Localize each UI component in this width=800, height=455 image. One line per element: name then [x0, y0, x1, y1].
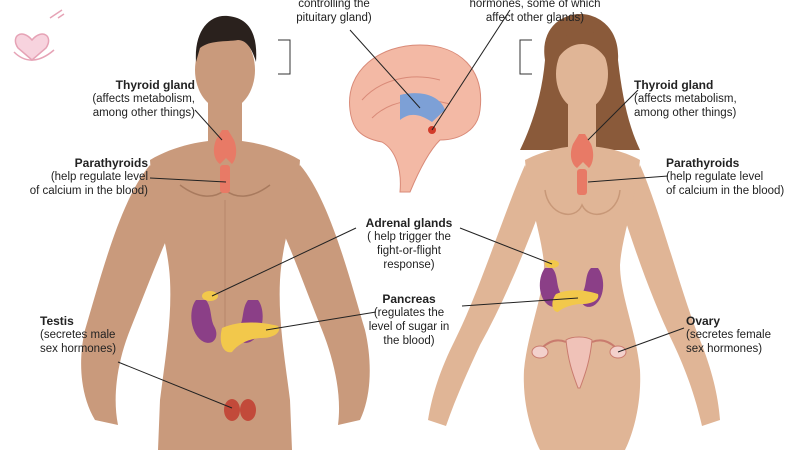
male-thyroid [213, 130, 237, 164]
label-testis: Testis (secretes male sex hormones) [40, 314, 160, 356]
testis-title: Testis [40, 314, 74, 328]
label-thyroid-left: Thyroid gland (affects metabolism, among… [55, 78, 195, 120]
female-head [556, 38, 608, 110]
male-trachea [220, 165, 230, 193]
pancreas-desc-1: (regulates the [373, 307, 445, 319]
pituitary-region [400, 93, 445, 122]
adrenal-desc-1: ( help trigger the [367, 231, 451, 243]
parathyroids-left-desc-2: of calcium in the blood) [29, 185, 148, 197]
parathyroids-right-title: Parathyroids [666, 156, 740, 170]
label-ovary: Ovary (secretes female sex hormones) [686, 314, 800, 356]
thyroid-left-desc-1: (affects metabolism, [92, 93, 195, 105]
ovary-desc-2: sex hormones) [686, 343, 763, 355]
male-hair [195, 15, 257, 62]
thyroid-right-desc-2: among other things) [634, 107, 737, 119]
bracket-left [278, 39, 291, 75]
thyroid-left-title: Thyroid gland [115, 78, 195, 92]
label-parathyroids-left: Parathyroids (help regulate level of cal… [8, 156, 148, 198]
heart-logo-icon [13, 9, 65, 61]
parathyroids-left-desc-1: (help regulate level [50, 171, 148, 183]
female-uterus [565, 336, 593, 389]
adrenal-desc-3: response) [383, 259, 435, 271]
female-trachea [577, 169, 587, 195]
brain-shape [349, 44, 482, 193]
testis-desc-2: sex hormones) [40, 343, 117, 355]
female-thyroid [570, 134, 594, 168]
female-figure [428, 14, 720, 450]
label-parathyroids-right: Parathyroids (help regulate level of cal… [666, 156, 800, 198]
male-pancreas [220, 322, 280, 353]
adrenal-desc-2: fight-or-flight [377, 245, 441, 257]
top-right-line-2: affect other glands) [485, 12, 585, 24]
male-adrenal [202, 291, 218, 301]
label-top-right-partial: hormones, some of which affect other gla… [455, 0, 615, 25]
male-right-arm [275, 165, 370, 425]
testis-desc-1: (secretes male [40, 329, 116, 341]
top-right-line-1: hormones, some of which [469, 0, 601, 10]
parathyroids-left-title: Parathyroids [74, 156, 148, 170]
ovary-desc-1: (secretes female [686, 329, 772, 341]
label-adrenal: Adrenal glands ( help trigger the fight-… [344, 216, 474, 272]
ovary-title: Ovary [686, 314, 721, 328]
male-testis-left [224, 399, 240, 421]
leader-lines [117, 9, 685, 409]
female-left-arm [428, 165, 540, 426]
adrenal-title: Adrenal glands [365, 216, 453, 230]
male-testis-right [240, 399, 256, 421]
thyroid-right-title: Thyroid gland [634, 78, 714, 92]
male-head [195, 30, 255, 110]
label-pancreas: Pancreas (regulates the level of sugar i… [354, 292, 464, 348]
male-figure [81, 15, 370, 450]
female-right-arm [622, 165, 720, 426]
top-left-line-1: controlling the [298, 0, 370, 10]
pancreas-desc-3: the blood) [383, 335, 435, 347]
thyroid-left-desc-2: among other things) [92, 107, 195, 119]
pancreas-title: Pancreas [382, 292, 436, 306]
male-left-arm [81, 165, 178, 425]
label-thyroid-right: Thyroid gland (affects metabolism, among… [634, 78, 784, 120]
brain-illustration [349, 44, 482, 193]
female-pancreas [552, 290, 599, 312]
male-kidney-left [191, 300, 217, 343]
parathyroids-right-desc-2: of calcium in the blood) [666, 185, 785, 197]
label-top-left-partial: controlling the pituitary gland) [274, 0, 394, 25]
pancreas-desc-2: level of sugar in [368, 321, 450, 333]
bracket-right [519, 39, 532, 75]
thyroid-right-desc-1: (affects metabolism, [634, 93, 737, 105]
parathyroids-right-desc-1: (help regulate level [666, 171, 764, 183]
female-ovary-left [531, 345, 549, 359]
top-left-line-2: pituitary gland) [296, 12, 372, 24]
